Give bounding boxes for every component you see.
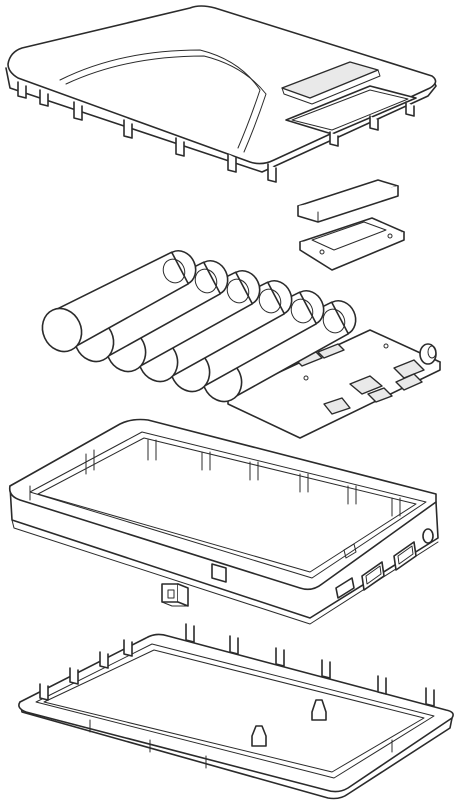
middle-frame (8, 418, 439, 625)
cell-terminal (226, 278, 250, 304)
cell-terminal (194, 268, 218, 294)
bottom-shell (18, 623, 454, 800)
cell-terminal (290, 298, 314, 324)
main-pcb (227, 329, 441, 439)
cell-terminal (162, 258, 186, 284)
display-board (299, 217, 405, 271)
cell-terminal (258, 288, 282, 314)
battery-cells (41, 250, 357, 403)
battery-cell (41, 250, 197, 353)
cell-front-cap (41, 307, 83, 353)
battery-cell (201, 300, 357, 403)
top-cover (5, 5, 437, 183)
cell-terminal (322, 308, 346, 334)
button-cap (297, 179, 399, 223)
side-button (161, 583, 189, 607)
